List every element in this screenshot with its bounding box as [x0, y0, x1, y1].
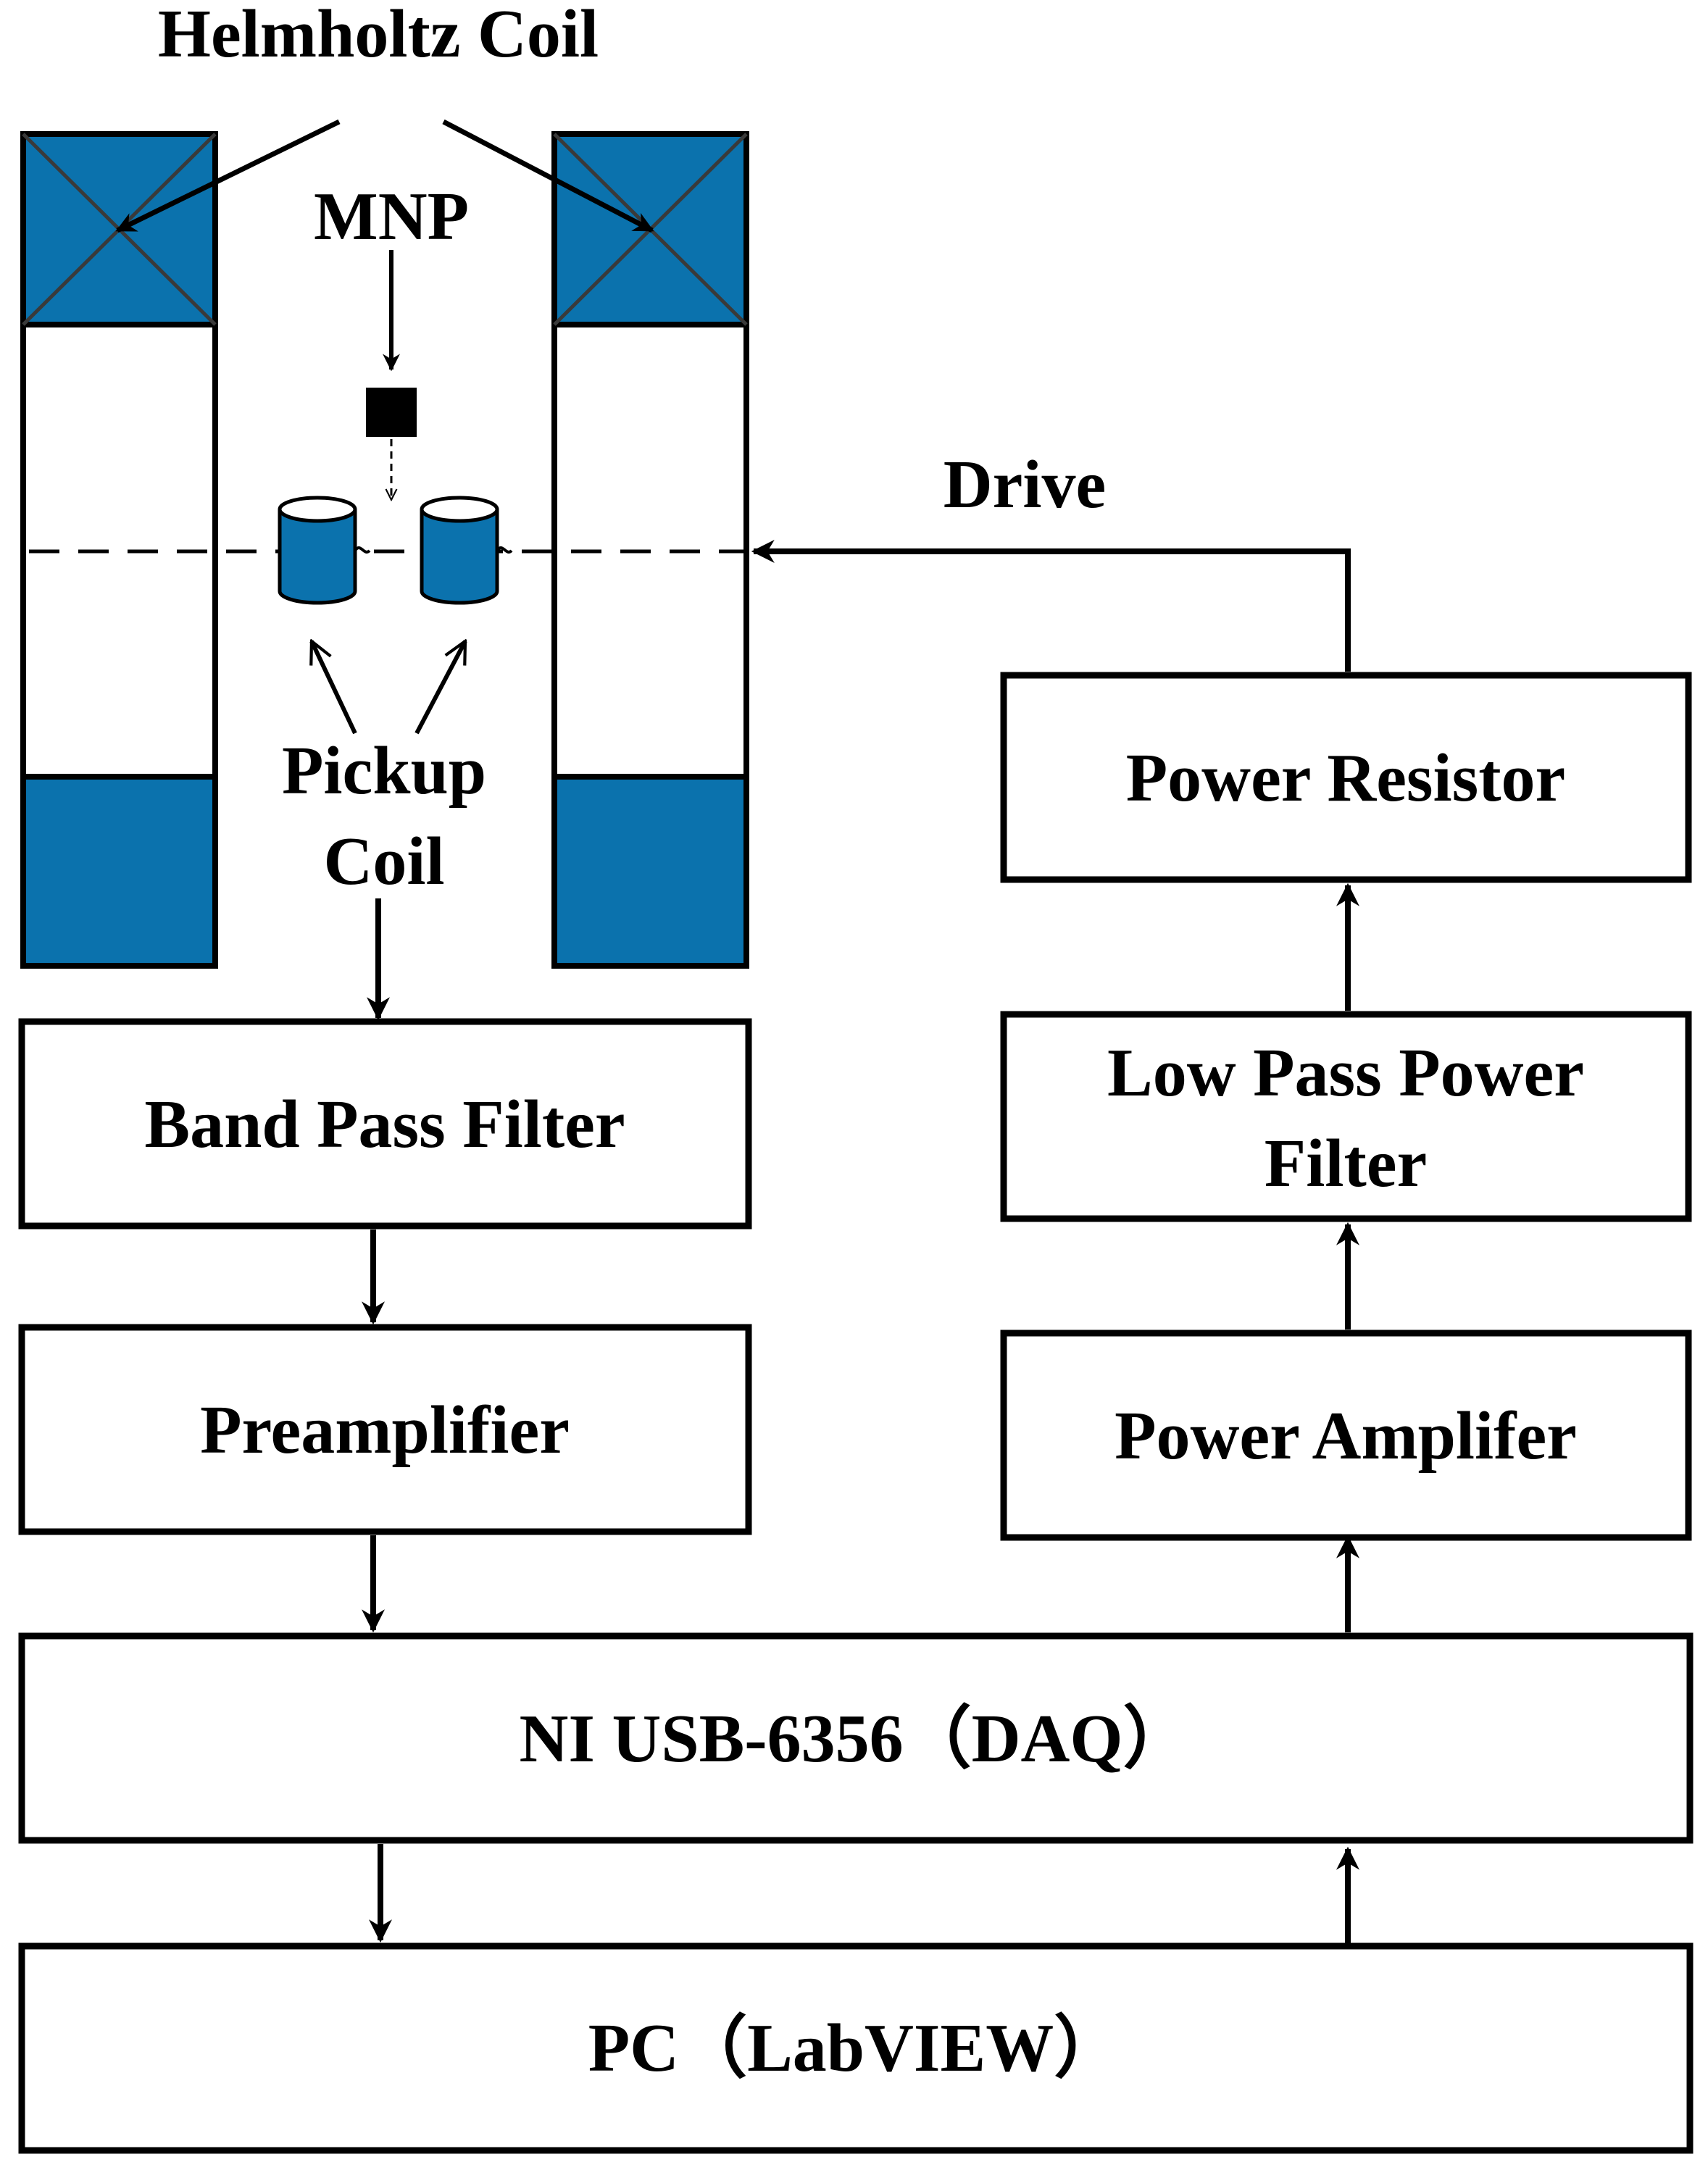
- preamplifier-block: Preamplifier: [18, 1324, 752, 1535]
- coil-winding-bottom-right: [551, 774, 749, 969]
- power-amplifier-label: Power Amplifer: [1115, 1398, 1577, 1474]
- mnp-label: MNP: [314, 179, 469, 254]
- pickup-coil-label-line2: Coil: [323, 824, 444, 899]
- pickup-pointer-right: [414, 641, 467, 735]
- low-pass-power-filter-label-line2: Filter: [1265, 1126, 1427, 1201]
- low-pass-power-filter-block: Low Pass Power Filter: [1000, 1011, 1692, 1222]
- daq-block: NI USB-6356（DAQ）: [18, 1632, 1694, 1844]
- low-pass-power-filter-label-line1: Low Pass Power: [1107, 1035, 1584, 1111]
- pickup-coil-left: [278, 496, 371, 605]
- drive-line: [751, 540, 1351, 672]
- power-amplifier-block: Power Amplifer: [1000, 1330, 1692, 1541]
- preamplifier-label: Preamplifier: [200, 1393, 570, 1468]
- pickup-pointer-left: [312, 641, 357, 735]
- band-pass-filter-block: Band Pass Filter: [18, 1018, 752, 1230]
- drive-label: Drive: [943, 447, 1106, 522]
- helmholtz-pointer-right: [442, 119, 654, 233]
- coil-winding-bottom-left: [20, 774, 218, 969]
- power-resistor-label: Power Resistor: [1126, 740, 1565, 816]
- band-pass-filter-label: Band Pass Filter: [144, 1087, 625, 1162]
- helmholtz-pointer-left: [115, 119, 341, 233]
- mnp-particle: [366, 388, 417, 437]
- helmholtz-coil-label: Helmholtz Coil: [158, 0, 599, 72]
- pc-block: PC（LabVIEW）: [18, 1942, 1694, 2154]
- daq-label: NI USB-6356（DAQ）: [519, 1701, 1191, 1777]
- pickup-coil-label-line1: Pickup: [282, 733, 486, 809]
- pc-label: PC（LabVIEW）: [588, 2011, 1122, 2086]
- power-resistor-block: Power Resistor: [1000, 672, 1692, 883]
- pickup-coil-right: [420, 496, 513, 605]
